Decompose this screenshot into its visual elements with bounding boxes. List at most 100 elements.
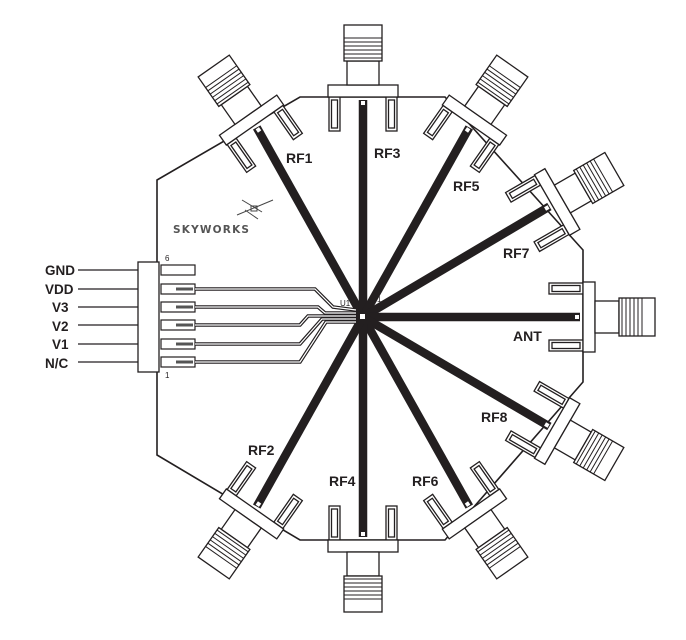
control-traces [195,287,357,364]
ground-pad-inner [276,108,300,137]
header-pad-lead [176,360,193,364]
pin-label-v3: V3 [52,300,69,315]
logo-text: SKYWORKS [173,224,250,236]
ground-pad-inner [276,497,300,526]
barrel-thread [488,65,521,88]
barrel-thread [479,78,512,102]
barrel-thread [205,65,238,88]
barrel-thread [212,75,244,98]
port-label-rf8: RF8 [481,409,508,425]
ground-pad-inner [330,508,339,538]
barrel-thread [579,166,600,201]
ground-pad-inner [330,99,339,129]
rf-trace-rf8 [360,313,552,431]
sma-connector-rf3 [327,24,399,132]
barrel-thread [486,68,519,92]
trace-end-pad [544,205,550,211]
trace-end-pad [255,501,262,507]
pin-label-gnd: GND [45,263,75,278]
barrel-thread [593,158,614,193]
header-pad-lead [176,342,193,346]
ground-pad-inner [230,464,253,493]
trace-end-pad [464,501,471,507]
connector-barrel [343,575,383,613]
trace-end-pad [575,315,579,319]
sma-connector-rf8 [504,380,625,482]
barrel-thread [209,71,242,95]
barrel-thread [586,436,607,471]
sma-connector-rf4 [327,505,399,613]
rf-trace-rf2 [253,314,367,509]
barrel-thread [582,164,603,199]
trace-end-pad [361,101,365,105]
barrel-thread [205,546,238,569]
connector-flange [582,281,596,353]
trace-end-pad [544,422,550,428]
barrel-thread [214,78,247,102]
barrel-thread [479,532,512,556]
ground-pad-inner [537,227,567,249]
connector-barrel [343,24,383,62]
barrel-thread [207,68,240,92]
port-label-rf4: RF4 [329,473,356,489]
port-label-rf2: RF2 [248,442,275,458]
barrel-thread [589,160,610,195]
sma-connector-rf2 [197,460,304,580]
header-pad-lead [176,287,193,291]
sma-connector-rf7 [504,151,625,253]
skyworks-logo-icon [236,199,274,220]
pin-label-v1: V1 [52,337,69,352]
barrel-thread [482,536,514,559]
header-pad-lead [176,305,193,309]
barrel-thread [593,440,614,475]
barrel-thread [214,532,247,556]
barrel-thread [586,162,607,197]
barrel-thread [484,539,517,563]
ground-pad-inner [551,341,581,350]
ground-pad-inner [387,508,396,538]
ground-pad-inner [473,464,496,493]
control-trace-inner [195,306,356,314]
control-trace-inner [195,321,356,363]
control-trace-inner [195,288,357,311]
barrel-thread [579,432,600,467]
ground-pad-inner [387,99,396,129]
rf-trace-rf5 [359,125,473,320]
sma-connector-rf6 [422,460,529,580]
connector-barrel [572,428,625,482]
port-label-ant: ANT [513,328,542,344]
barrel-thread [209,539,242,563]
rf-trace-rf1 [253,125,367,320]
header-pad-lead [176,323,193,327]
connector-body [346,60,380,86]
barrel-thread [212,536,244,559]
port-label-rf7: RF7 [503,245,530,261]
trace-end-pad [255,127,262,133]
header-pad [160,264,196,276]
ground-pad-inner [426,497,450,526]
connector-body [594,300,620,334]
sma-connector-ant [548,281,656,353]
connector-barrel [572,151,625,205]
ground-pad-inner [473,141,496,170]
sma-connector-rf5 [422,54,529,174]
pin-label-nc: N/C [45,356,69,371]
rf-traces [253,100,580,537]
barrel-thread [482,75,514,98]
control-header [78,261,357,373]
barrel-thread [488,546,521,569]
pin-label-v2: V2 [52,319,69,334]
barrel-thread [484,71,517,95]
header-pin-1-label: 1 [165,371,170,380]
sma-connector-rf1 [197,54,304,174]
trace-end-pad [464,127,471,133]
header-body [137,261,160,373]
header-pin-6-label: 6 [165,254,170,263]
ground-pad-inner [508,433,538,455]
barrel-thread [575,430,596,465]
port-label-rf5: RF5 [453,178,480,194]
connector-flange [327,539,399,553]
rf-trace-rf7 [360,202,552,321]
ground-pad-inner [230,141,253,170]
